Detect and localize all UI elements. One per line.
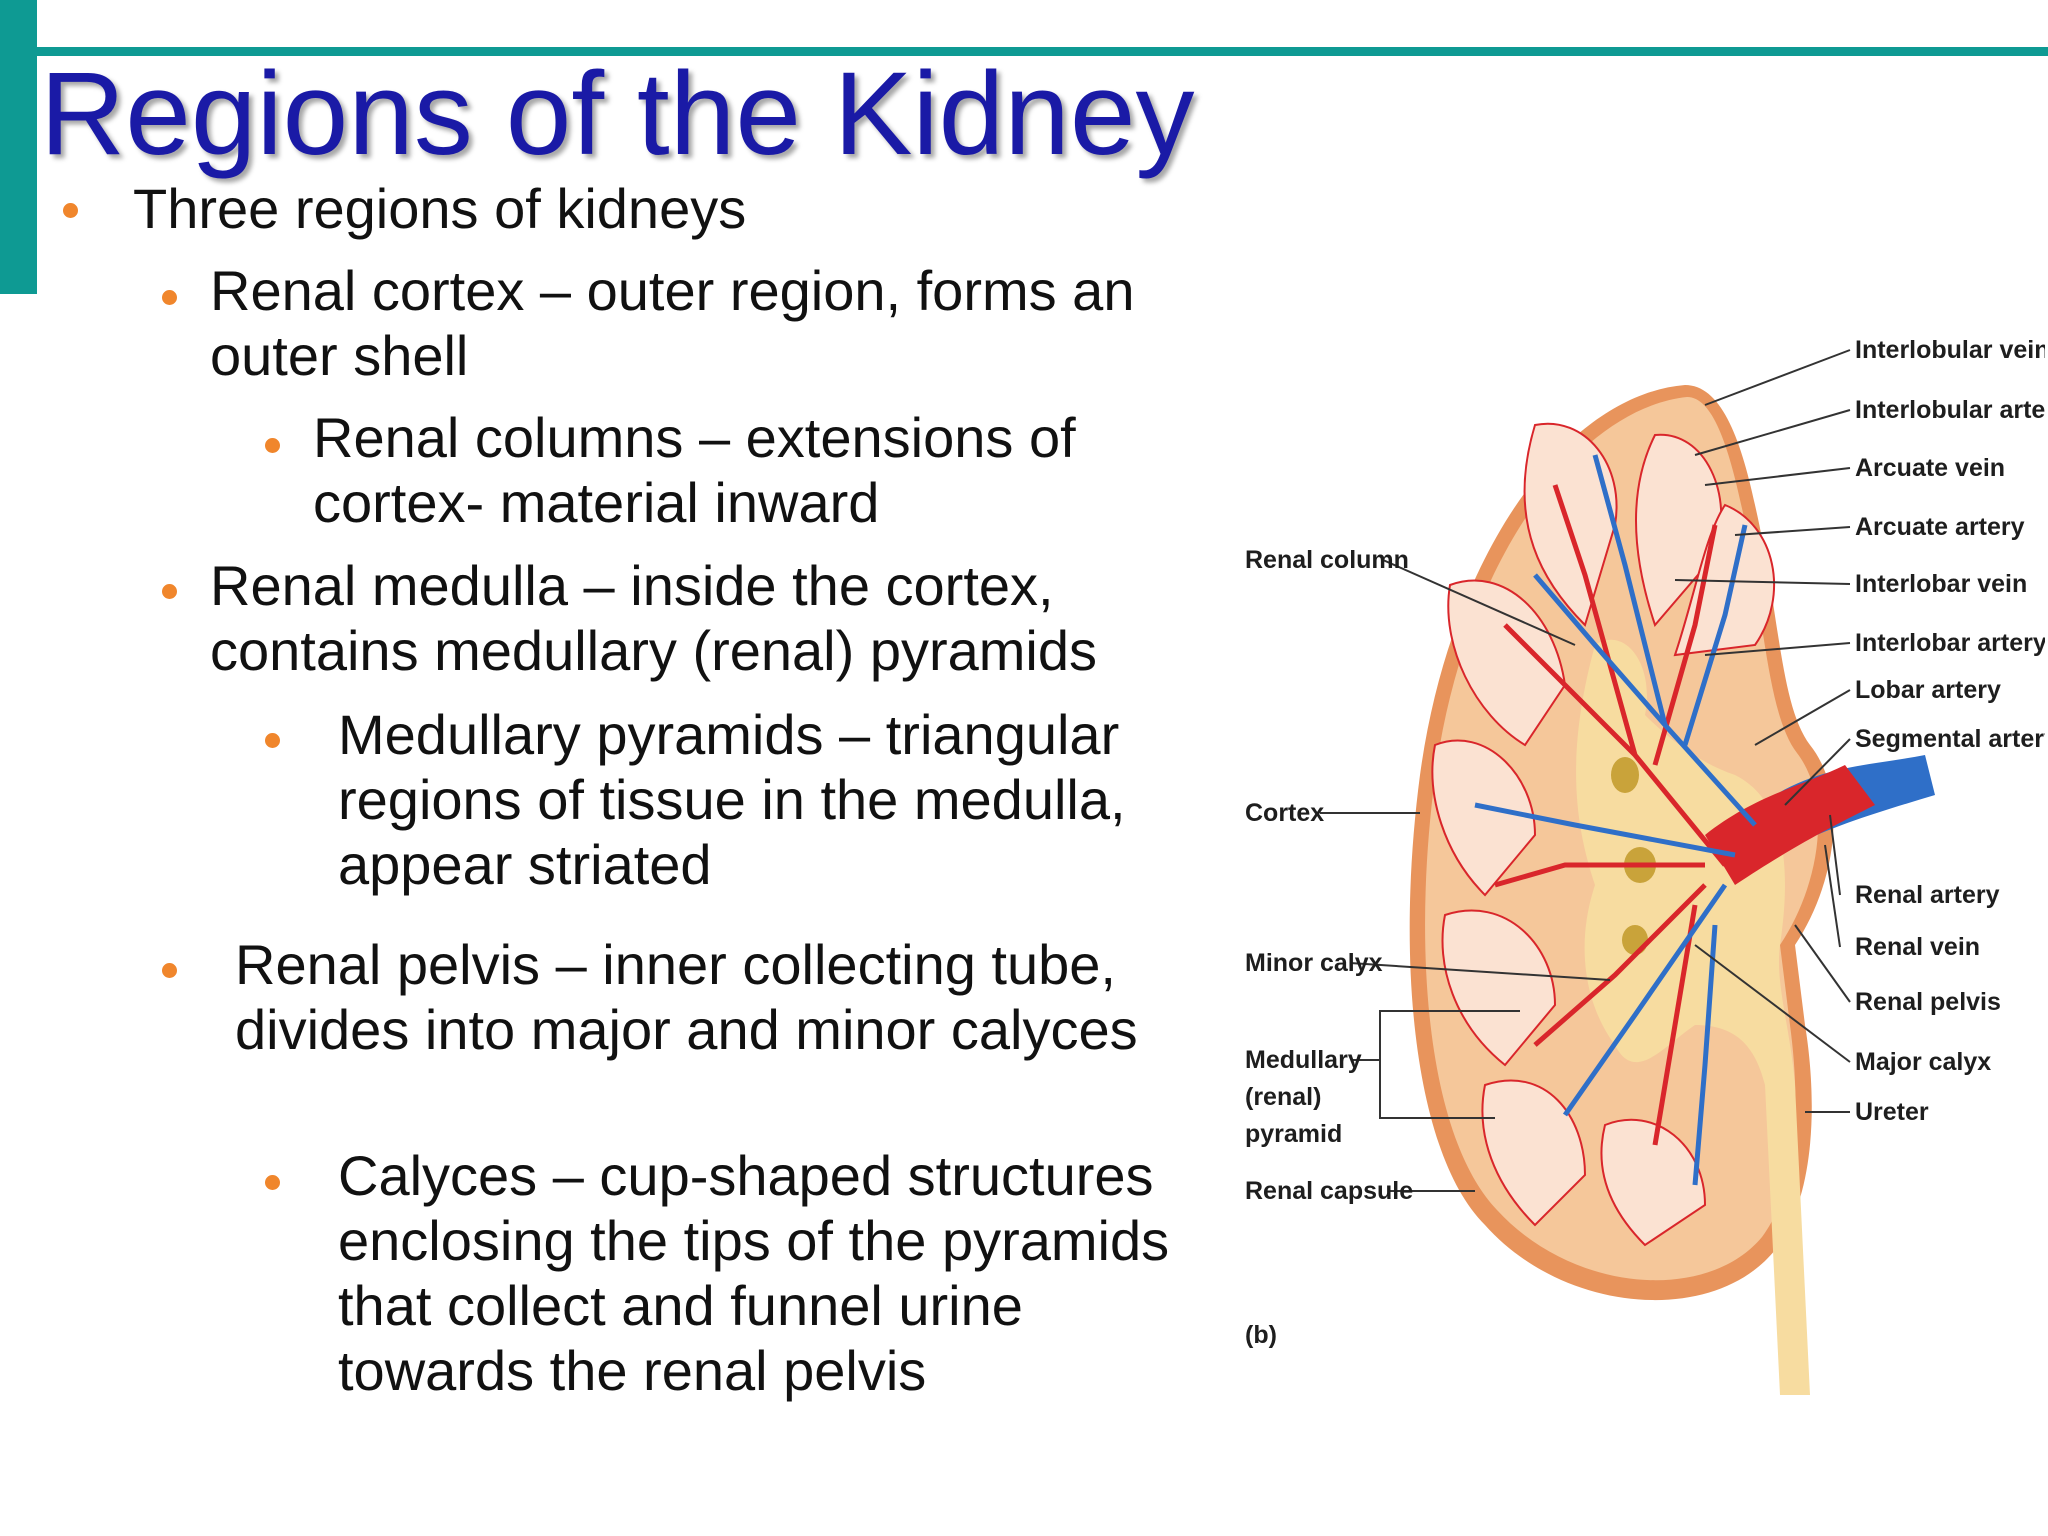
medullary-pyramids: [1431, 422, 1776, 1247]
bullet-renal-columns: Renal columns – extensions of cortex- ma…: [313, 406, 1076, 534]
kidney-illustration: [1409, 385, 1935, 1395]
label-interlobular-vein: Interlobular vein: [1855, 336, 2045, 364]
label-renal-capsule: Renal capsule: [1245, 1177, 1413, 1205]
label-major-calyx: Major calyx: [1855, 1048, 1991, 1076]
label-renal-pelvis: Renal pelvis: [1855, 988, 2001, 1016]
label-ureter: Ureter: [1855, 1098, 1929, 1126]
panel-label: (b): [1245, 1321, 1277, 1349]
bullet-dot-level3: [265, 733, 280, 748]
label-renal-column: Renal column: [1245, 546, 1409, 574]
label-medullary-line3: pyramid: [1245, 1120, 1342, 1148]
bullet-dot-level2: [162, 290, 177, 305]
bullet-three-regions: Three regions of kidneys: [133, 177, 747, 240]
top-rule: [37, 47, 2048, 56]
label-arcuate-artery: Arcuate artery: [1855, 513, 2025, 541]
bullet-calyces: Calyces – cup-shaped structures enclosin…: [338, 1144, 1170, 1402]
bullet-renal-cortex: Renal cortex – outer region, forms an ou…: [210, 259, 1135, 387]
label-medullary-line2: (renal): [1245, 1083, 1321, 1111]
bullet-medullary-pyramids: Medullary pyramids – triangular regions …: [338, 703, 1126, 896]
vein-branches: [1474, 454, 1757, 1186]
artery-branches: [1494, 484, 1727, 1146]
label-lobar-artery: Lobar artery: [1855, 676, 2001, 704]
label-medullary-line1: Medullary: [1245, 1046, 1362, 1074]
bullet-dot-level3: [265, 1175, 280, 1190]
accent-bar: [0, 0, 37, 294]
label-interlobar-vein: Interlobar vein: [1855, 570, 2027, 598]
label-renal-artery: Renal artery: [1855, 881, 2000, 909]
label-interlobular-artery: Interlobular artery: [1855, 396, 2045, 424]
bullet-renal-pelvis: Renal pelvis – inner collecting tube, di…: [235, 933, 1138, 1061]
renal-artery-shape: [1705, 765, 1875, 885]
label-interlobar-artery: Interlobar artery: [1855, 629, 2045, 657]
bullet-dot-level2: [162, 963, 177, 978]
kidney-diagram: Interlobular vein Interlobular artery Ar…: [1235, 325, 2045, 1395]
leader-lines: [1320, 349, 1851, 1192]
bullet-renal-medulla: Renal medulla – inside the cortex, conta…: [210, 554, 1098, 682]
label-renal-vein: Renal vein: [1855, 933, 1980, 961]
label-segmental-artery: Segmental artery: [1855, 725, 2045, 753]
label-cortex: Cortex: [1245, 799, 1324, 827]
bullet-dot-level3: [265, 438, 280, 453]
bullet-dot-level1: [63, 203, 78, 218]
label-minor-calyx: Minor calyx: [1245, 949, 1383, 977]
bullet-dot-level2: [162, 584, 177, 599]
slide-title: Regions of the Kidney: [40, 48, 1195, 180]
label-arcuate-vein: Arcuate vein: [1855, 454, 2005, 482]
